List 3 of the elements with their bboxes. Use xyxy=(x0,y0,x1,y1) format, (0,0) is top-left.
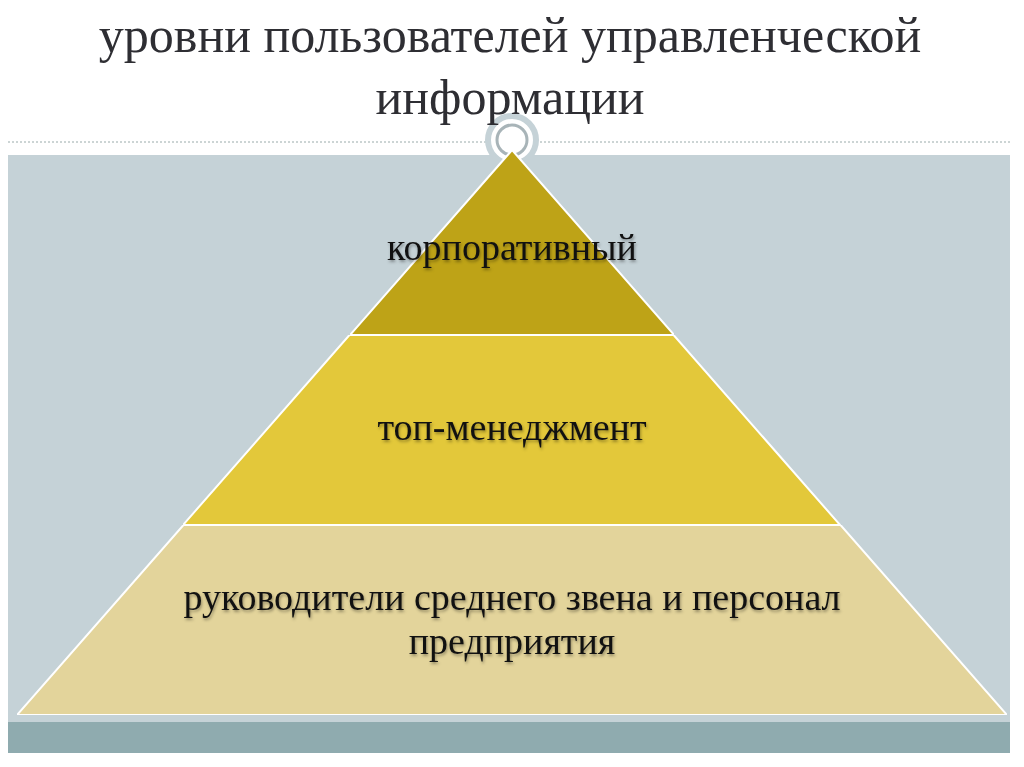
tier-label: топ-менеджмент xyxy=(376,405,648,449)
tier-label: руководители среднего звена и персонал предприятия xyxy=(182,575,842,663)
slide-title: уровни пользователей управленческой информации xyxy=(97,6,923,127)
